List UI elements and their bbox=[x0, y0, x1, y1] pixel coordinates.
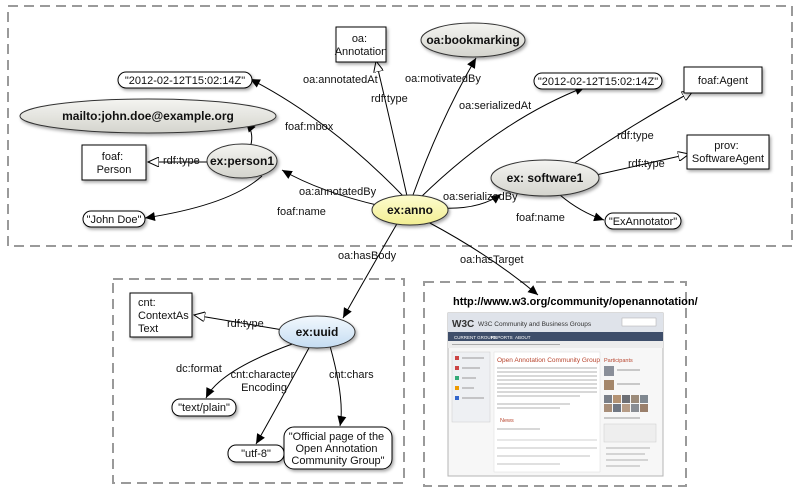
node-exannotator-text: "ExAnnotator" bbox=[609, 216, 677, 228]
node-mailto bbox=[19, 98, 277, 134]
edge-name-person bbox=[144, 175, 263, 221]
thumb-news-heading: News bbox=[500, 418, 514, 424]
node-john-doe bbox=[82, 210, 146, 228]
label-char-encoding: cnt:character Encoding bbox=[231, 369, 298, 394]
edge-rdf-type-sw-prov bbox=[595, 154, 689, 176]
label-annotatedAt: oa:annotatedAt bbox=[303, 74, 378, 86]
thumb-tab-current: CURRENT GROUPS bbox=[454, 335, 497, 340]
label-annotatedBy: oa:annotatedBy bbox=[299, 186, 377, 198]
node-foaf-agent-text: foaf:Agent bbox=[698, 75, 748, 87]
edge-annotatedAt bbox=[249, 78, 406, 199]
label-name-person: foaf:name bbox=[277, 206, 326, 218]
node-cnt-class-text: cnt: ContextAs Text bbox=[138, 297, 192, 335]
thumb-page-title: Open Annotation Community Group bbox=[497, 357, 600, 364]
node-foaf-person-text: foaf: Person bbox=[97, 151, 132, 176]
thumb-w3c-logo: W3C bbox=[452, 319, 474, 330]
edge-char-encoding bbox=[255, 345, 311, 445]
node-anno bbox=[371, 194, 449, 226]
node-utf8-text: "utf-8" bbox=[241, 448, 271, 460]
thumb-tab-reports: REPORTS bbox=[491, 335, 513, 340]
node-software1-text: ex: software1 bbox=[507, 171, 584, 185]
edge-annotatedBy bbox=[281, 169, 382, 207]
node-exannotator bbox=[604, 212, 682, 230]
thumb-paragraph-2 bbox=[497, 403, 570, 409]
node-person1 bbox=[206, 143, 278, 179]
thumb-nav-icon-5 bbox=[455, 396, 459, 400]
node-uuid bbox=[278, 315, 356, 349]
annotation-group-box bbox=[7, 5, 793, 247]
node-annotation-class bbox=[335, 26, 387, 63]
thumb-search-box bbox=[621, 317, 657, 327]
edge-rdf-type-sw-agent bbox=[569, 91, 693, 167]
node-chars-value-text: "Official page of the Open Annotation Co… bbox=[289, 431, 388, 467]
node-text-plain bbox=[171, 398, 237, 417]
node-text-plain-text: "text/plain" bbox=[178, 402, 230, 414]
node-annotation-class-text: oa: Annotation bbox=[335, 33, 388, 58]
edge-hasBody bbox=[342, 221, 399, 319]
node-foaf-person bbox=[81, 144, 147, 181]
edge-motivatedBy bbox=[412, 57, 477, 196]
thumb-sidebar-links bbox=[606, 447, 650, 467]
thumb-header bbox=[448, 313, 663, 332]
label-rdf-type-person: rdf:type bbox=[163, 155, 200, 167]
label-serializedBy: oa:serializedBy bbox=[443, 191, 518, 203]
edge-rdf-type-anno bbox=[376, 61, 408, 197]
edge-serializedAt bbox=[419, 86, 586, 199]
edge-hasTarget bbox=[427, 221, 539, 296]
thumb-sidebar-box bbox=[603, 423, 657, 443]
label-rdf-type-body: rdf:type bbox=[227, 318, 264, 330]
label-name-software: foaf:name bbox=[516, 212, 565, 224]
label-rdf-type-sw1: rdf:type bbox=[617, 130, 654, 142]
label-chars: cnt:chars bbox=[329, 369, 374, 381]
label-format: dc:format bbox=[176, 363, 222, 375]
thumb-participants-heading: Participants bbox=[604, 358, 633, 364]
thumb-header-text: W3C Community and Business Groups bbox=[478, 321, 592, 328]
node-chars-value bbox=[283, 426, 393, 470]
label-hasTarget: oa:hasTarget bbox=[460, 254, 524, 266]
thumb-nav-icon-1 bbox=[455, 356, 459, 360]
target-group-box bbox=[423, 281, 687, 487]
node-annotated-date-text: "2012-02-12T15:02:14Z" bbox=[125, 75, 245, 87]
node-target-url: http://www.w3.org/community/openannotati… bbox=[453, 296, 698, 308]
label-serializedAt: oa:serializedAt bbox=[459, 100, 531, 112]
thumb-paragraph-1 bbox=[497, 367, 597, 397]
thumb-main bbox=[493, 351, 601, 473]
node-bookmarking bbox=[420, 22, 526, 58]
node-bookmarking-text: oa:bookmarking bbox=[426, 33, 519, 47]
edge-format bbox=[205, 342, 296, 399]
thumb-tab-about: ABOUT bbox=[515, 335, 531, 340]
edge-rdf-type-body bbox=[194, 315, 284, 331]
node-prov-software-agent bbox=[686, 134, 770, 170]
node-john-doe-text: "John Doe" bbox=[87, 214, 142, 226]
thumb-nav-icon-4 bbox=[455, 386, 459, 390]
edge-chars bbox=[329, 345, 347, 427]
label-rdf-type-sw2: rdf:type bbox=[628, 158, 665, 170]
label-mbox: foaf:mbox bbox=[285, 121, 334, 133]
node-software1 bbox=[490, 159, 600, 197]
label-rdf-type-anno: rdf:type bbox=[371, 93, 408, 105]
node-serialized-date-text: "2012-02-12T15:02:14Z" bbox=[538, 76, 658, 88]
node-anno-text: ex:anno bbox=[387, 203, 433, 217]
thumb-avatar-grid bbox=[604, 395, 648, 412]
thumb-avatar-2 bbox=[604, 380, 614, 390]
target-webpage-thumbnail: W3C W3C Community and Business Groups CU… bbox=[447, 312, 664, 477]
label-hasBody: oa:hasBody bbox=[338, 250, 397, 262]
body-group-box bbox=[112, 278, 405, 484]
node-cnt-class bbox=[129, 292, 193, 338]
node-serialized-date bbox=[533, 72, 663, 90]
node-prov-software-agent-text: prov: SoftwareAgent bbox=[692, 140, 764, 165]
node-person1-text: ex:person1 bbox=[210, 154, 274, 168]
thumb-avatar-1 bbox=[604, 366, 614, 376]
node-uuid-text: ex:uuid bbox=[296, 325, 339, 339]
thumb-paragraph-3 bbox=[497, 447, 597, 465]
edge-name-software bbox=[559, 194, 605, 222]
thumb-tabbar bbox=[448, 332, 663, 341]
thumb-nav-icon-3 bbox=[455, 376, 459, 380]
label-motivatedBy: oa:motivatedBy bbox=[405, 73, 481, 85]
thumb-nav-icon-2 bbox=[455, 366, 459, 370]
node-mailto-text: mailto:john.doe@example.org bbox=[62, 109, 234, 123]
node-annotated-date bbox=[117, 71, 253, 89]
node-foaf-agent bbox=[683, 66, 763, 94]
